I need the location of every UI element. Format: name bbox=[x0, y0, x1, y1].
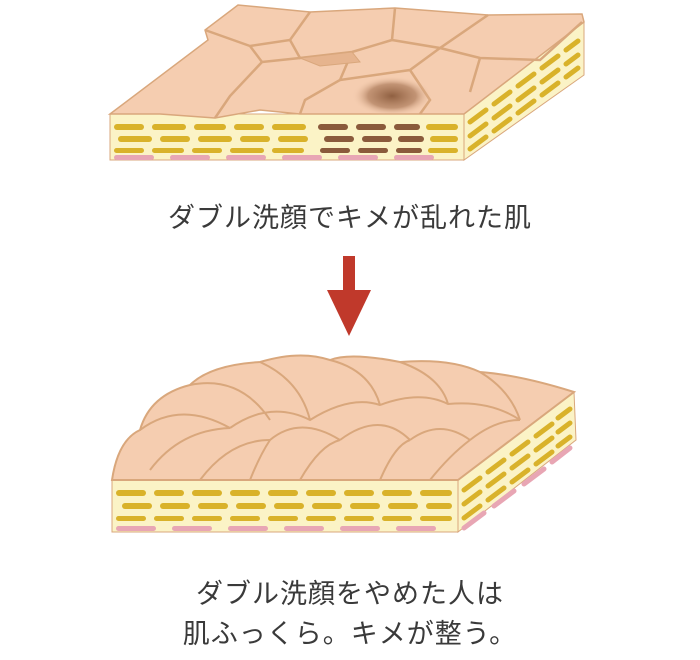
down-arrow-icon bbox=[327, 256, 371, 336]
damaged-front-fibers bbox=[114, 124, 458, 153]
damaged-side-fibers bbox=[467, 38, 581, 152]
healthy-skin-caption-line1: ダブル洗顔をやめた人は bbox=[196, 579, 504, 610]
healthy-side-pink-fibers bbox=[461, 445, 573, 531]
healthy-skin-caption-line2: 肌ふっくら。キメが整う。 bbox=[182, 619, 518, 650]
dark-spot bbox=[352, 76, 432, 116]
damaged-brown-fibers bbox=[318, 124, 424, 153]
damaged-pink-fibers bbox=[114, 155, 434, 160]
healthy-side-fibers bbox=[461, 406, 573, 521]
healthy-skin-block bbox=[110, 354, 577, 534]
peeling-flake bbox=[299, 51, 361, 67]
damaged-skin-caption: ダブル洗顔でキメが乱れた肌 bbox=[168, 203, 532, 234]
healthy-pink-fibers bbox=[116, 526, 436, 531]
healthy-front-fibers bbox=[116, 490, 452, 521]
damaged-skin-block bbox=[107, 4, 585, 161]
skin-texture-arcs bbox=[139, 359, 521, 481]
